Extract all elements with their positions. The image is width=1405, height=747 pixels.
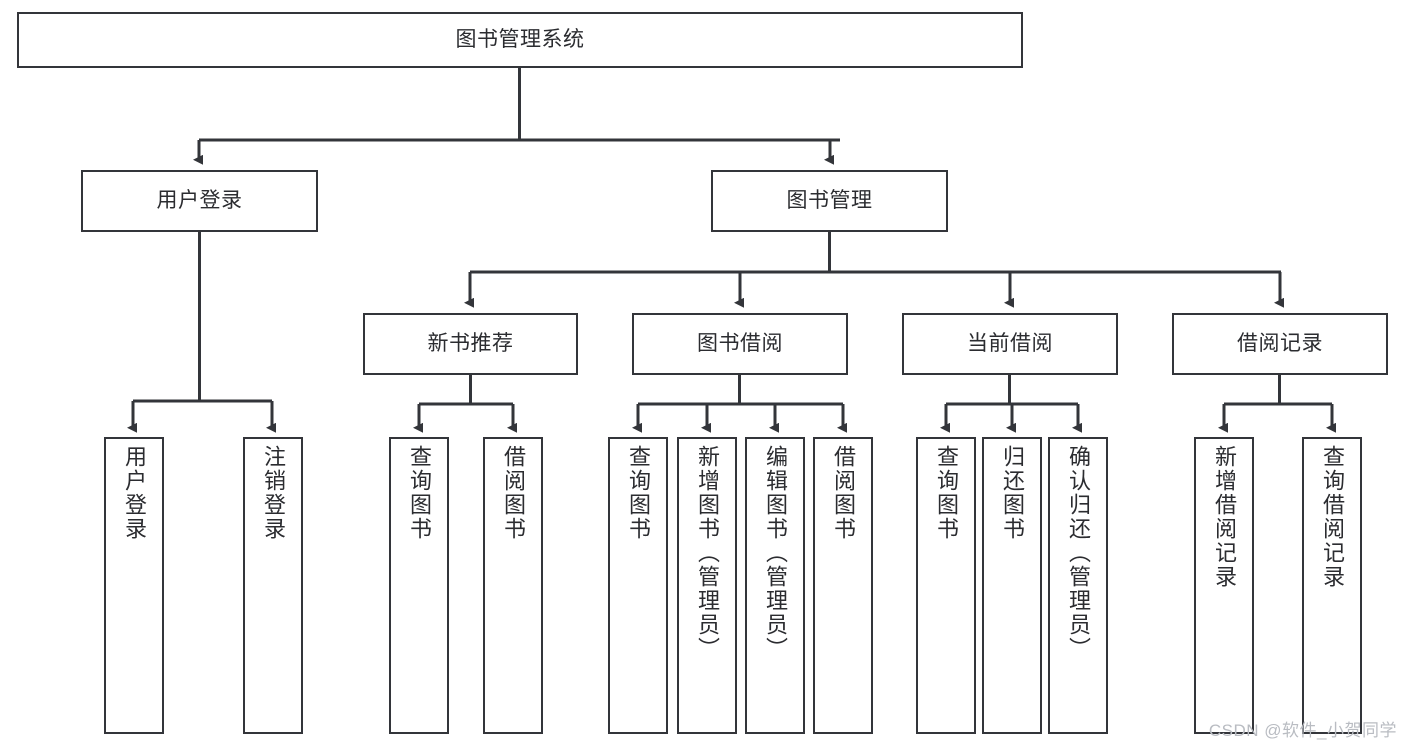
- node-label: 图书管理: [786, 188, 873, 212]
- node-borrow-record[interactable]: 借阅记录: [1172, 313, 1388, 375]
- leaf-currentborrow-return-book[interactable]: 归还图书: [982, 437, 1042, 734]
- node-label: 借阅记录: [1237, 331, 1323, 355]
- leaf-currentborrow-query-book[interactable]: 查询图书: [916, 437, 976, 734]
- node-label: 用户登录: [156, 188, 243, 212]
- leaf-bookborrow-edit-book[interactable]: 编辑图书（管理员）: [745, 437, 805, 734]
- node-label: 新增图书（管理员）: [695, 445, 720, 661]
- leaf-borrowrecord-query-record[interactable]: 查询借阅记录: [1302, 437, 1362, 734]
- leaf-currentborrow-confirm-return[interactable]: 确认归还（管理员）: [1048, 437, 1108, 734]
- leaf-newbook-query-book[interactable]: 查询图书: [389, 437, 449, 734]
- node-label: 编辑图书（管理员）: [763, 445, 788, 661]
- leaf-bookborrow-borrow-book[interactable]: 借阅图书: [813, 437, 873, 734]
- leaf-user-login[interactable]: 用户登录: [104, 437, 164, 734]
- node-label: 借阅图书: [501, 445, 526, 541]
- node-label: 查询图书: [934, 445, 959, 541]
- node-root-system[interactable]: 图书管理系统: [17, 12, 1023, 68]
- leaf-logout[interactable]: 注销登录: [243, 437, 303, 734]
- node-label: 归还图书: [1000, 445, 1025, 541]
- node-book-management[interactable]: 图书管理: [711, 170, 948, 232]
- leaf-bookborrow-add-book[interactable]: 新增图书（管理员）: [677, 437, 737, 734]
- leaf-bookborrow-query-book[interactable]: 查询图书: [608, 437, 668, 734]
- node-label: 新增借阅记录: [1212, 445, 1237, 589]
- node-user-login[interactable]: 用户登录: [81, 170, 318, 232]
- node-current-borrow[interactable]: 当前借阅: [902, 313, 1118, 375]
- node-label: 查询图书: [626, 445, 651, 541]
- node-label: 新书推荐: [427, 331, 514, 355]
- node-label: 借阅图书: [831, 445, 856, 541]
- node-new-book-recommend[interactable]: 新书推荐: [363, 313, 578, 375]
- node-label: 查询图书: [407, 445, 432, 541]
- node-label: 注销登录: [261, 445, 286, 541]
- leaf-borrowrecord-add-record[interactable]: 新增借阅记录: [1194, 437, 1254, 734]
- node-label: 确认归还（管理员）: [1066, 445, 1091, 661]
- node-book-borrow[interactable]: 图书借阅: [632, 313, 848, 375]
- node-label: 用户登录: [122, 445, 147, 541]
- node-label: 查询借阅记录: [1320, 445, 1345, 589]
- node-label: 图书借阅: [697, 331, 783, 355]
- leaf-newbook-borrow-book[interactable]: 借阅图书: [483, 437, 543, 734]
- node-label: 当前借阅: [967, 331, 1053, 355]
- node-label: 图书管理系统: [455, 27, 585, 51]
